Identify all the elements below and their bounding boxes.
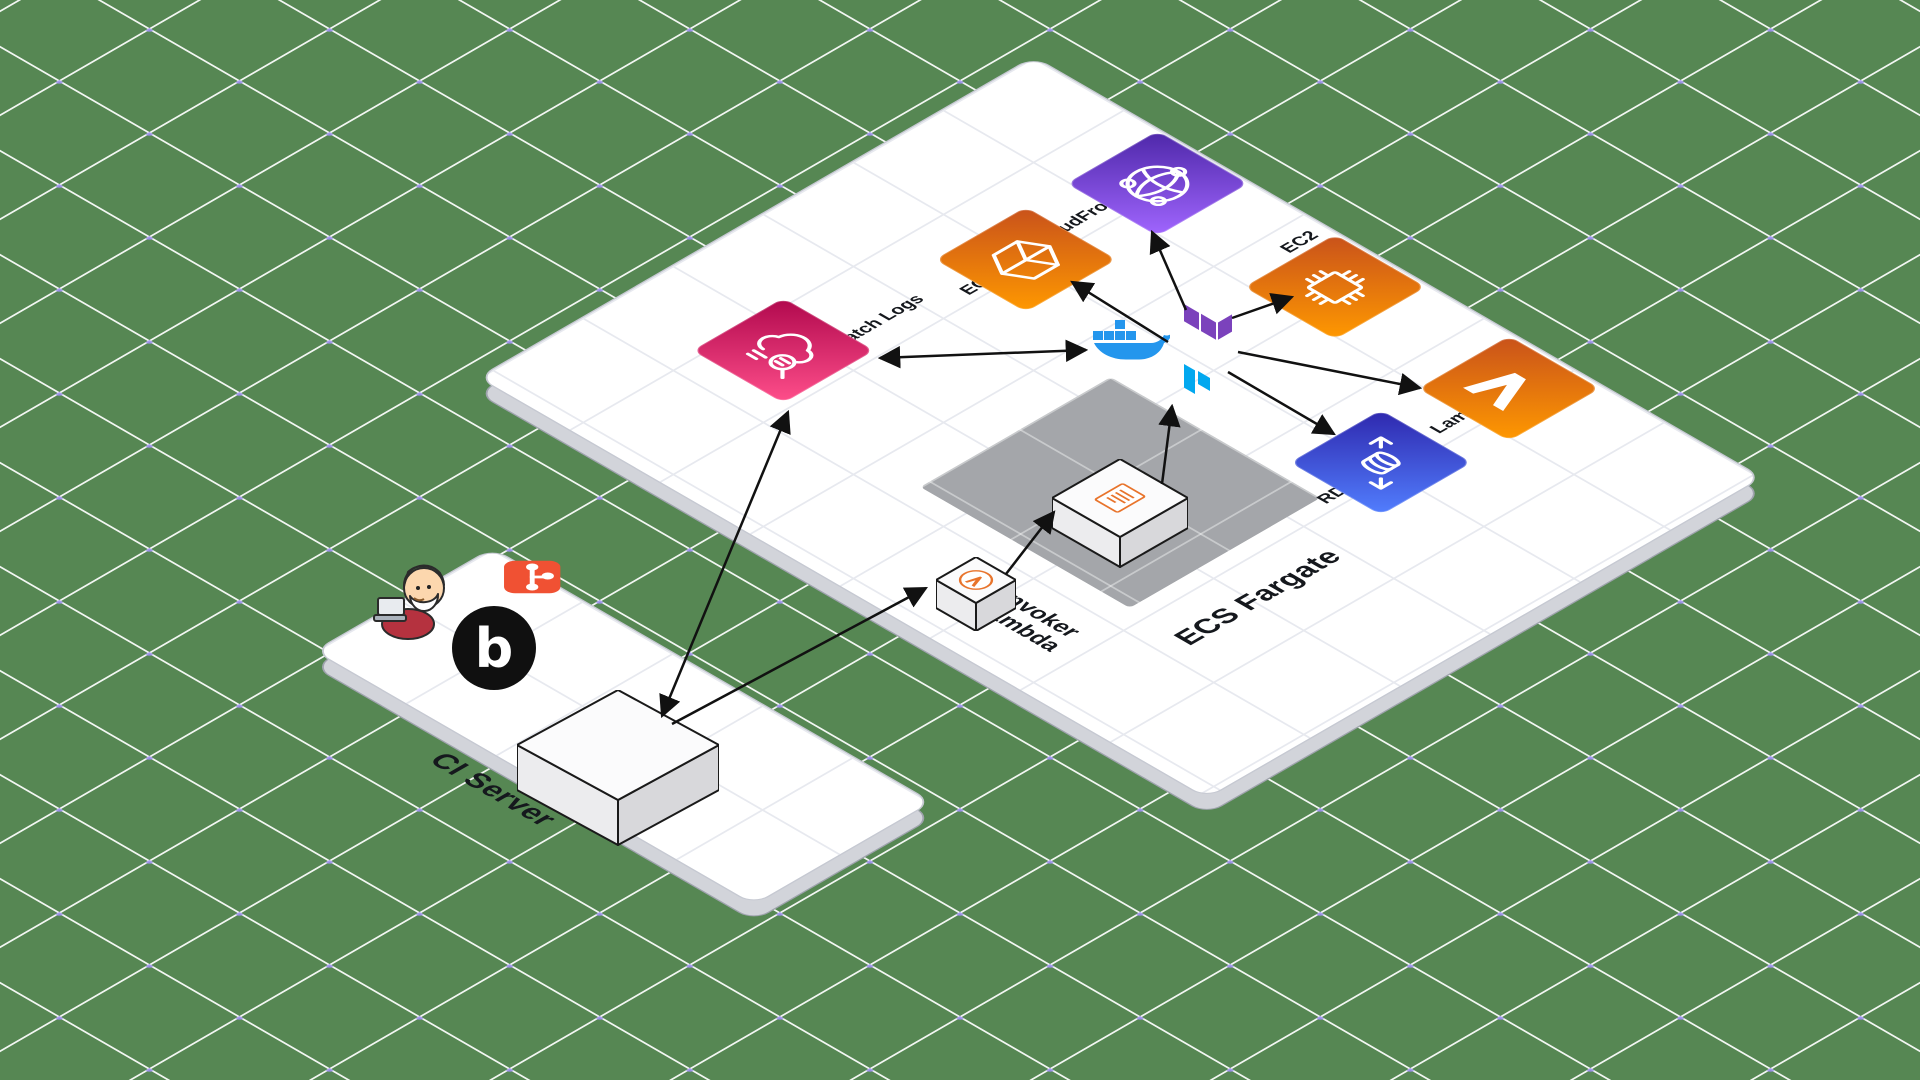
arrow-hub-cloudfront (1149, 229, 1188, 311)
arrow-fargate-hub (1158, 403, 1181, 485)
fargate-task-box (1052, 459, 1188, 568)
arrow-invoker-fargate (1005, 510, 1056, 575)
rds-icon (1289, 410, 1472, 515)
arrow-ci-cloudwatch (659, 409, 791, 719)
arrow-hub-ecs (1070, 280, 1169, 344)
cloudfront-icon (1066, 131, 1249, 236)
ec2-icon (1244, 234, 1426, 340)
cloudwatch-logs-icon (692, 298, 875, 403)
arrow-hub-lambda (1237, 350, 1423, 396)
arrow-cloudwatch-hub (877, 339, 1089, 369)
arrow-hub-rds (1227, 370, 1336, 436)
ecs-icon (934, 207, 1117, 312)
invoker-lambda-box (936, 557, 1016, 631)
arrow-hub-ec2 (1231, 293, 1295, 320)
lambda-icon (1418, 336, 1600, 441)
arrow-ci-invoker (671, 586, 928, 726)
git-icon (470, 541, 595, 613)
jenkins-mascot-icon (373, 564, 445, 640)
terraform-icon (1184, 304, 1232, 340)
buddy-icon: b (452, 606, 536, 690)
packer-icon (1184, 364, 1210, 394)
buddy-glyph: b (474, 616, 514, 680)
docker-icon (1091, 320, 1170, 360)
